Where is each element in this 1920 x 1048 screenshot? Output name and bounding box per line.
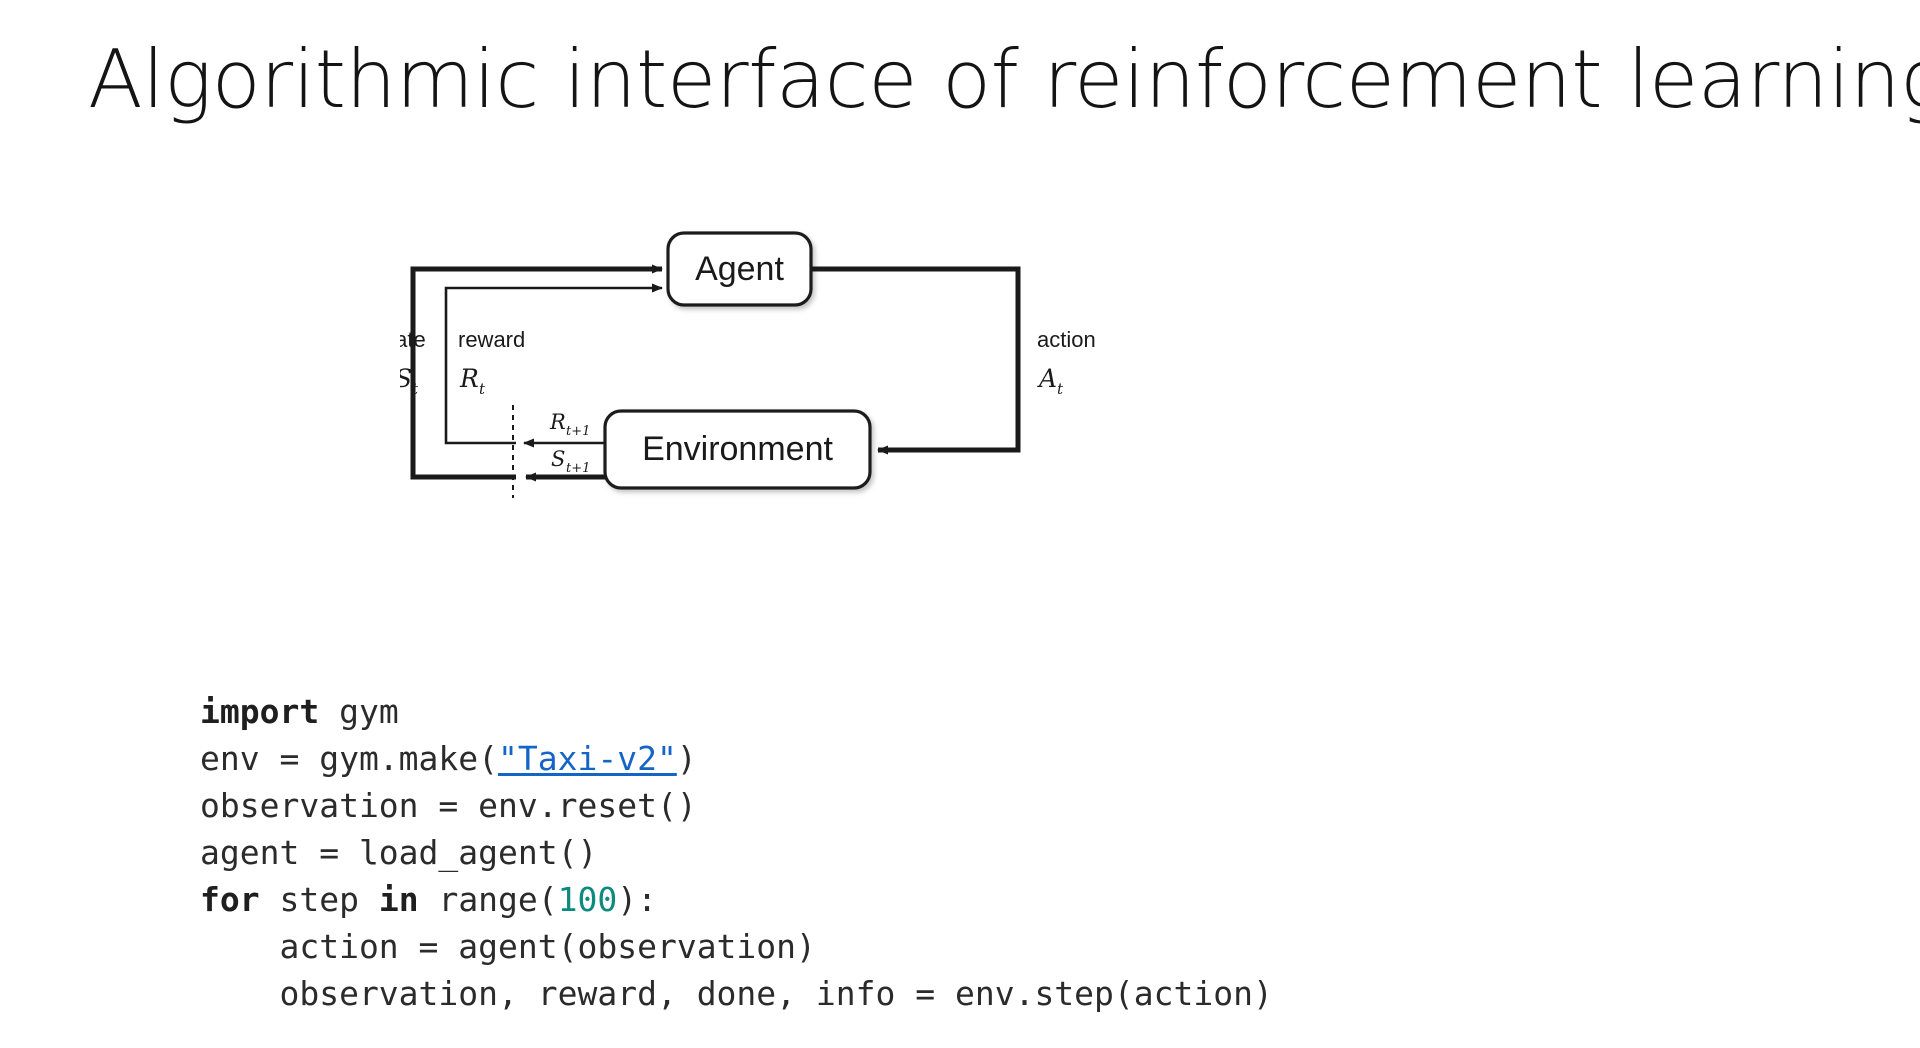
environment-node: Environment [603,409,872,490]
reward-subscript-label: t [479,380,486,398]
page-title: Algorithmic interface of reinforcement l… [88,33,1920,126]
next-state-label-group: S t+1 [551,447,590,476]
code-token: for [200,880,260,919]
code-token: 100 [557,880,618,919]
code-line: agent = load_agent() [200,829,1273,876]
next-reward-subscript-label: t+1 [566,424,590,439]
next-state-subscript-label: t+1 [566,461,590,476]
reward-word-label: reward [458,327,525,352]
next-state-symbol-label: S [551,447,565,471]
code-token: range( [418,880,558,919]
code-token: action = agent(observation) [200,927,816,966]
action-label-group: action A t [1037,327,1096,398]
state-edge [410,264,663,480]
code-line: action = agent(observation) [200,923,1273,970]
action-symbol-label: A [1037,364,1057,393]
code-line: observation, reward, done, info = env.st… [200,970,1273,1017]
action-edge [811,266,1021,455]
code-token: agent = load_agent() [200,833,598,872]
code-line: import gym [200,688,1273,735]
code-token: in [378,880,419,919]
environment-box [603,409,872,490]
action-word-label: action [1037,327,1096,352]
code-token: import [200,692,320,731]
next-reward-symbol-label: R [549,410,566,434]
agent-environment-diagram: Agent Environment state S [400,215,1200,535]
state-word-label: state [400,327,426,352]
code-token: step [259,880,379,919]
agent-node: Agent [666,231,813,307]
reward-symbol-label: R [459,364,479,393]
code-line: env = gym.make("Taxi-v2") [200,735,1273,782]
next-reward-label-group: R t+1 [549,410,590,439]
code-token: observation, reward, done, info = env.st… [200,974,1273,1013]
action-subscript-label: t [1057,380,1064,398]
code-token: observation = env.reset() [200,786,697,825]
environment-label: Environment [642,430,833,468]
state-label-group: state S t [400,327,426,398]
state-symbol-label: S [400,364,412,393]
reward-edge [444,283,663,445]
reward-label-group: reward R t [458,327,525,398]
code-line: for step in range(100): [200,876,1273,923]
code-line: observation = env.reset() [200,782,1273,829]
code-token: ): [617,880,658,919]
code-link[interactable]: "Taxi-v2" [498,739,677,778]
agent-label: Agent [695,250,784,288]
code-token: gym [319,692,399,731]
code-token: env = gym.make( [200,739,499,778]
code-token: ) [676,739,697,778]
state-subscript-label: t [412,380,419,398]
